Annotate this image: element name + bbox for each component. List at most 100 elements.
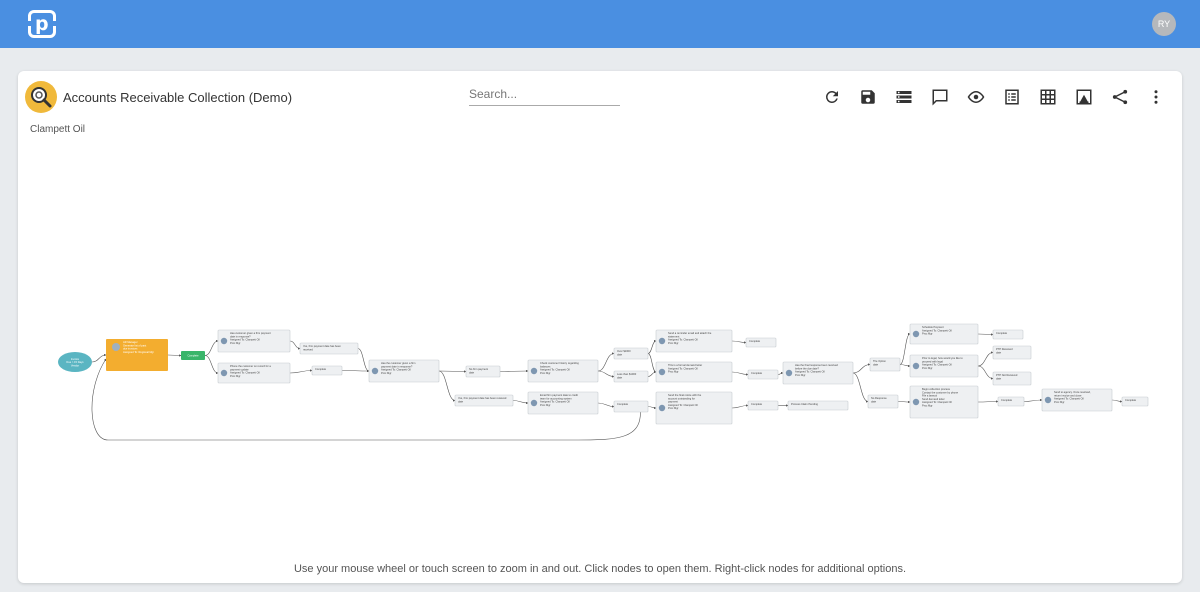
node-label: Proc Mgr [922,332,933,336]
node-shape [867,394,899,409]
outcome-node[interactable]: Complete [997,396,1025,407]
node-label: due invoices [123,347,138,351]
task-node[interactable]: Check customer history regardingbalances… [527,359,599,383]
flow-connector [977,365,994,380]
search-input[interactable] [469,84,620,104]
node-label: Over $1000 [617,349,631,353]
task-node[interactable]: Phone the customer on record for apaymen… [217,362,291,384]
outcome-node[interactable]: Complete [613,400,649,413]
node-label: Assigned To: Clampett Oil [668,403,698,407]
outcome-node[interactable]: Complete [1121,396,1149,407]
comment-icon[interactable] [931,88,949,106]
outcome-node[interactable]: Yes, firm payment date has been received… [454,394,514,407]
outcome-node[interactable]: Complete [747,400,779,411]
node-shape [782,361,854,385]
node-label: Schedule Payment [922,325,944,329]
outcome-node[interactable]: Complete [992,329,1024,340]
node-label: Assigned To: Clampett Oil [922,328,952,332]
node-label: Proc Mgr [230,374,241,378]
node-label: Yes, firm payment date has been received [458,396,507,400]
node-shape [992,371,1032,386]
task-node[interactable]: Send a reminder email and attach thestat… [655,329,733,353]
node-label: Proc Mgr [230,341,241,345]
form-icon[interactable] [1003,88,1021,106]
node-label: Complete [996,331,1008,335]
node-label: PTP Not Received [996,373,1018,377]
node-label: Complete [1125,398,1137,402]
node-shape [747,400,779,411]
share-icon[interactable] [1111,88,1129,106]
outcome-node[interactable]: Complete [745,337,777,348]
report-icon[interactable] [1075,88,1093,106]
save-icon[interactable] [859,88,877,106]
more-vert-icon[interactable] [1147,88,1165,106]
app-logo[interactable]: p [28,10,56,38]
flow-connector [1111,399,1123,403]
eye-icon[interactable] [967,88,985,106]
node-label: Assigned To: Clampett Oil [540,400,570,404]
list-icon[interactable] [895,88,913,106]
node-shape [58,352,92,372]
node-shape [465,365,501,378]
flow-connector [597,352,615,372]
node-label: Has the customer given a firm [381,361,415,365]
flow-connector [289,369,313,374]
user-avatar[interactable]: RY [1152,12,1176,36]
node-label: Due > 15 Days [66,360,84,364]
node-shape [909,323,979,345]
assignee-avatar-icon [112,343,120,351]
flow-connector [852,363,871,374]
node-shape [909,354,979,378]
node-label: Proc Mgr [922,404,933,408]
assignee-avatar-icon [220,337,228,345]
node-shape [217,329,291,353]
node-label: This is a formal demand letter [668,363,702,367]
node-label: payment date in response? [381,364,413,368]
search-field[interactable] [469,84,620,106]
node-label: Proc Mgr [540,403,551,407]
action-node[interactable]: Complete [181,351,205,360]
flow-connector [977,400,999,403]
process-title: Accounts Receivable Collection (Demo) [63,90,293,105]
refresh-icon[interactable] [823,88,841,106]
assignee-avatar-icon [658,368,666,376]
node-label: payment [668,400,678,404]
flow-connector [647,370,657,377]
node-label: Complete [749,339,761,343]
node-shape [311,365,343,376]
flow-connector [731,340,747,344]
node-label: No firm payment [469,367,488,371]
node-label: balances [540,364,551,368]
node-shape [181,351,205,360]
flow-connector [647,339,657,354]
node-label: Assigned To: Clampett Oil [922,400,952,404]
task-node[interactable]: Prior to legal, how would you like topro… [909,354,979,378]
outcome-node[interactable]: Process Claim Pending [787,400,849,411]
outcome-node[interactable]: Complete [311,365,343,376]
node-label: before the due date? [795,366,819,370]
task-node[interactable]: Has the final response been receivedbefo… [782,361,854,385]
task-node[interactable]: Send to agency. Once resolved,return inv… [1041,388,1113,412]
outcome-node[interactable]: Complete [747,369,779,380]
zoom-hint: Use your mouse wheel or touch screen to … [293,563,907,575]
grid-icon[interactable] [1039,88,1057,106]
